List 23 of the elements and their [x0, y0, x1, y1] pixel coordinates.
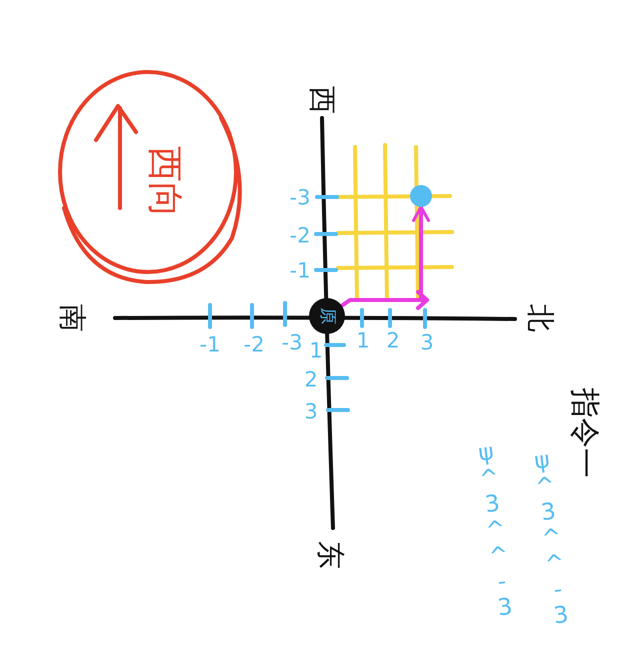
tick-label: 3 — [420, 332, 434, 354]
tick-label: -3 — [282, 332, 302, 354]
tick-label: 1 — [356, 330, 370, 352]
tick-label: -1 — [200, 334, 220, 356]
tick-label: -1 — [290, 260, 310, 282]
point-marker-icon — [410, 185, 432, 207]
origin-dot — [309, 298, 345, 334]
instruction-text: ψ^3^^-3 — [472, 438, 518, 622]
tick-label: -2 — [244, 334, 264, 356]
direction-label: 西 — [308, 86, 336, 114]
origin-label: 原 — [318, 308, 336, 324]
arrow — [340, 205, 430, 310]
tick-label: 2 — [386, 330, 400, 352]
tick-label: -3 — [290, 188, 310, 208]
tick-label: 3 — [304, 402, 318, 422]
direction-label: 东 — [316, 541, 344, 569]
tick-label: 2 — [304, 370, 318, 390]
direction-label: 北 — [526, 304, 554, 332]
tick-label: -2 — [290, 226, 310, 246]
direction-label: 南 — [58, 304, 86, 332]
note-text: 西向 — [146, 146, 182, 218]
circled-note — [56, 68, 244, 286]
tick-label: 1 — [309, 340, 323, 362]
